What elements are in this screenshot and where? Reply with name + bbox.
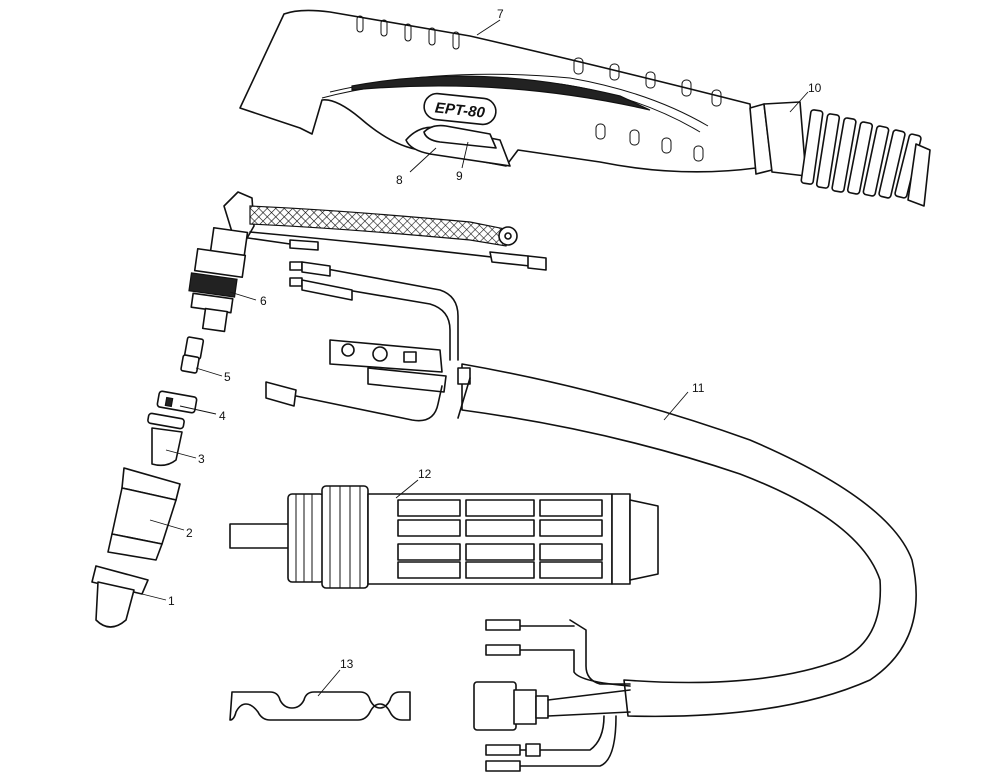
callout-4: 4 <box>219 409 226 423</box>
brand-logo: EPT-80 <box>434 99 486 121</box>
shield-cable <box>247 205 547 361</box>
swirl-ring-part-4 <box>156 390 198 414</box>
strain-relief-part-10 <box>749 101 931 207</box>
callout-3: 3 <box>198 452 205 466</box>
trigger-lever-part-9 <box>423 124 497 149</box>
callout-8: 8 <box>396 173 403 187</box>
callout-5: 5 <box>224 370 231 384</box>
leader-lines <box>133 19 809 697</box>
nozzle-tip-part-3 <box>147 412 185 467</box>
shield-cap-part-1 <box>91 565 149 628</box>
callout-9: 9 <box>456 169 463 183</box>
callout-7: 7 <box>497 7 504 21</box>
electrode-part-5 <box>180 336 205 374</box>
callout-13: 13 <box>340 657 354 671</box>
torch-head-part-6 <box>188 191 255 333</box>
callout-12: 12 <box>418 467 432 481</box>
callouts: 7 10 8 9 6 5 4 3 2 1 11 12 13 <box>168 7 822 671</box>
cable-part-11 <box>265 339 917 718</box>
callout-10: 10 <box>808 81 822 95</box>
spanner-part-13 <box>229 691 411 721</box>
retaining-cup-part-2 <box>107 467 181 561</box>
callout-6: 6 <box>260 294 267 308</box>
callout-11: 11 <box>692 381 705 395</box>
connector-part-12 <box>229 485 659 589</box>
cable-end-fittings <box>473 619 631 772</box>
torch-handle: EPT-80 <box>239 9 757 173</box>
callout-2: 2 <box>186 526 193 540</box>
callout-1: 1 <box>168 594 175 608</box>
